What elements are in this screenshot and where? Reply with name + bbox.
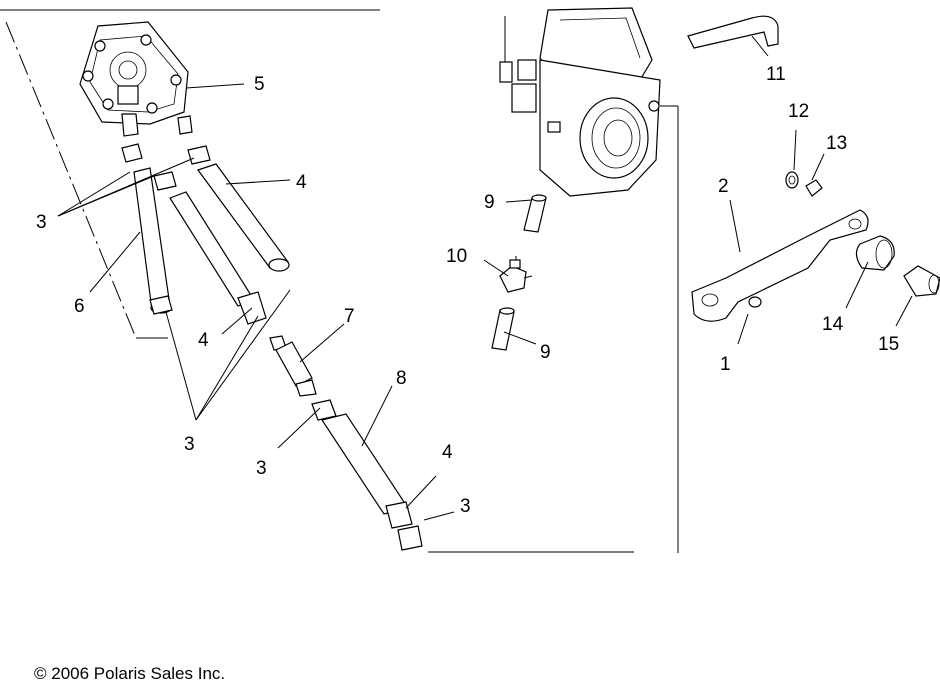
nut-12 <box>785 171 799 189</box>
callout-3: 3 <box>184 434 195 455</box>
callout-2: 2 <box>718 176 729 197</box>
copyright-notice: © 2006 Polaris Sales Inc. <box>34 664 226 683</box>
callout-6: 6 <box>74 296 85 317</box>
callout-3: 3 <box>36 212 47 233</box>
callout-11: 11 <box>766 64 786 85</box>
clamps-upper <box>121 143 211 315</box>
callout-4: 4 <box>296 172 307 193</box>
bushing-15 <box>903 265 940 297</box>
callout-13: 13 <box>826 133 847 154</box>
callout-10: 10 <box>446 246 467 267</box>
callout-12: 12 <box>788 101 809 122</box>
callouts: 5 4 3 6 4 7 3 8 3 4 3 9 10 9 11 12 13 2 … <box>36 64 899 517</box>
fuel-filter <box>269 335 317 397</box>
callout-3: 3 <box>460 496 471 517</box>
fuel-pump <box>79 21 193 137</box>
screw-1 <box>748 296 762 308</box>
callout-8: 8 <box>396 368 407 389</box>
callout-9: 9 <box>484 192 495 213</box>
callout-5: 5 <box>254 74 265 95</box>
callout-4: 4 <box>198 330 209 351</box>
grommet-14 <box>855 235 895 271</box>
callout-1: 1 <box>720 354 731 375</box>
bracket-2 <box>691 209 869 322</box>
callout-3: 3 <box>256 458 267 479</box>
vent-line <box>687 15 779 49</box>
valve-10 <box>499 256 533 293</box>
frame-lines <box>0 9 679 553</box>
callout-9: 9 <box>540 342 551 363</box>
carburetor <box>499 7 661 197</box>
callout-4: 4 <box>442 442 453 463</box>
washer-13 <box>805 179 823 197</box>
callout-14: 14 <box>822 314 844 335</box>
fitting-9-lower <box>491 307 515 351</box>
leader-lines <box>57 35 913 521</box>
hose-4-upper <box>197 163 290 272</box>
hose-6 <box>133 167 172 314</box>
fitting-9-upper <box>523 194 547 233</box>
callout-7: 7 <box>344 306 355 327</box>
hose-8 <box>311 399 423 551</box>
callout-15: 15 <box>878 334 899 355</box>
